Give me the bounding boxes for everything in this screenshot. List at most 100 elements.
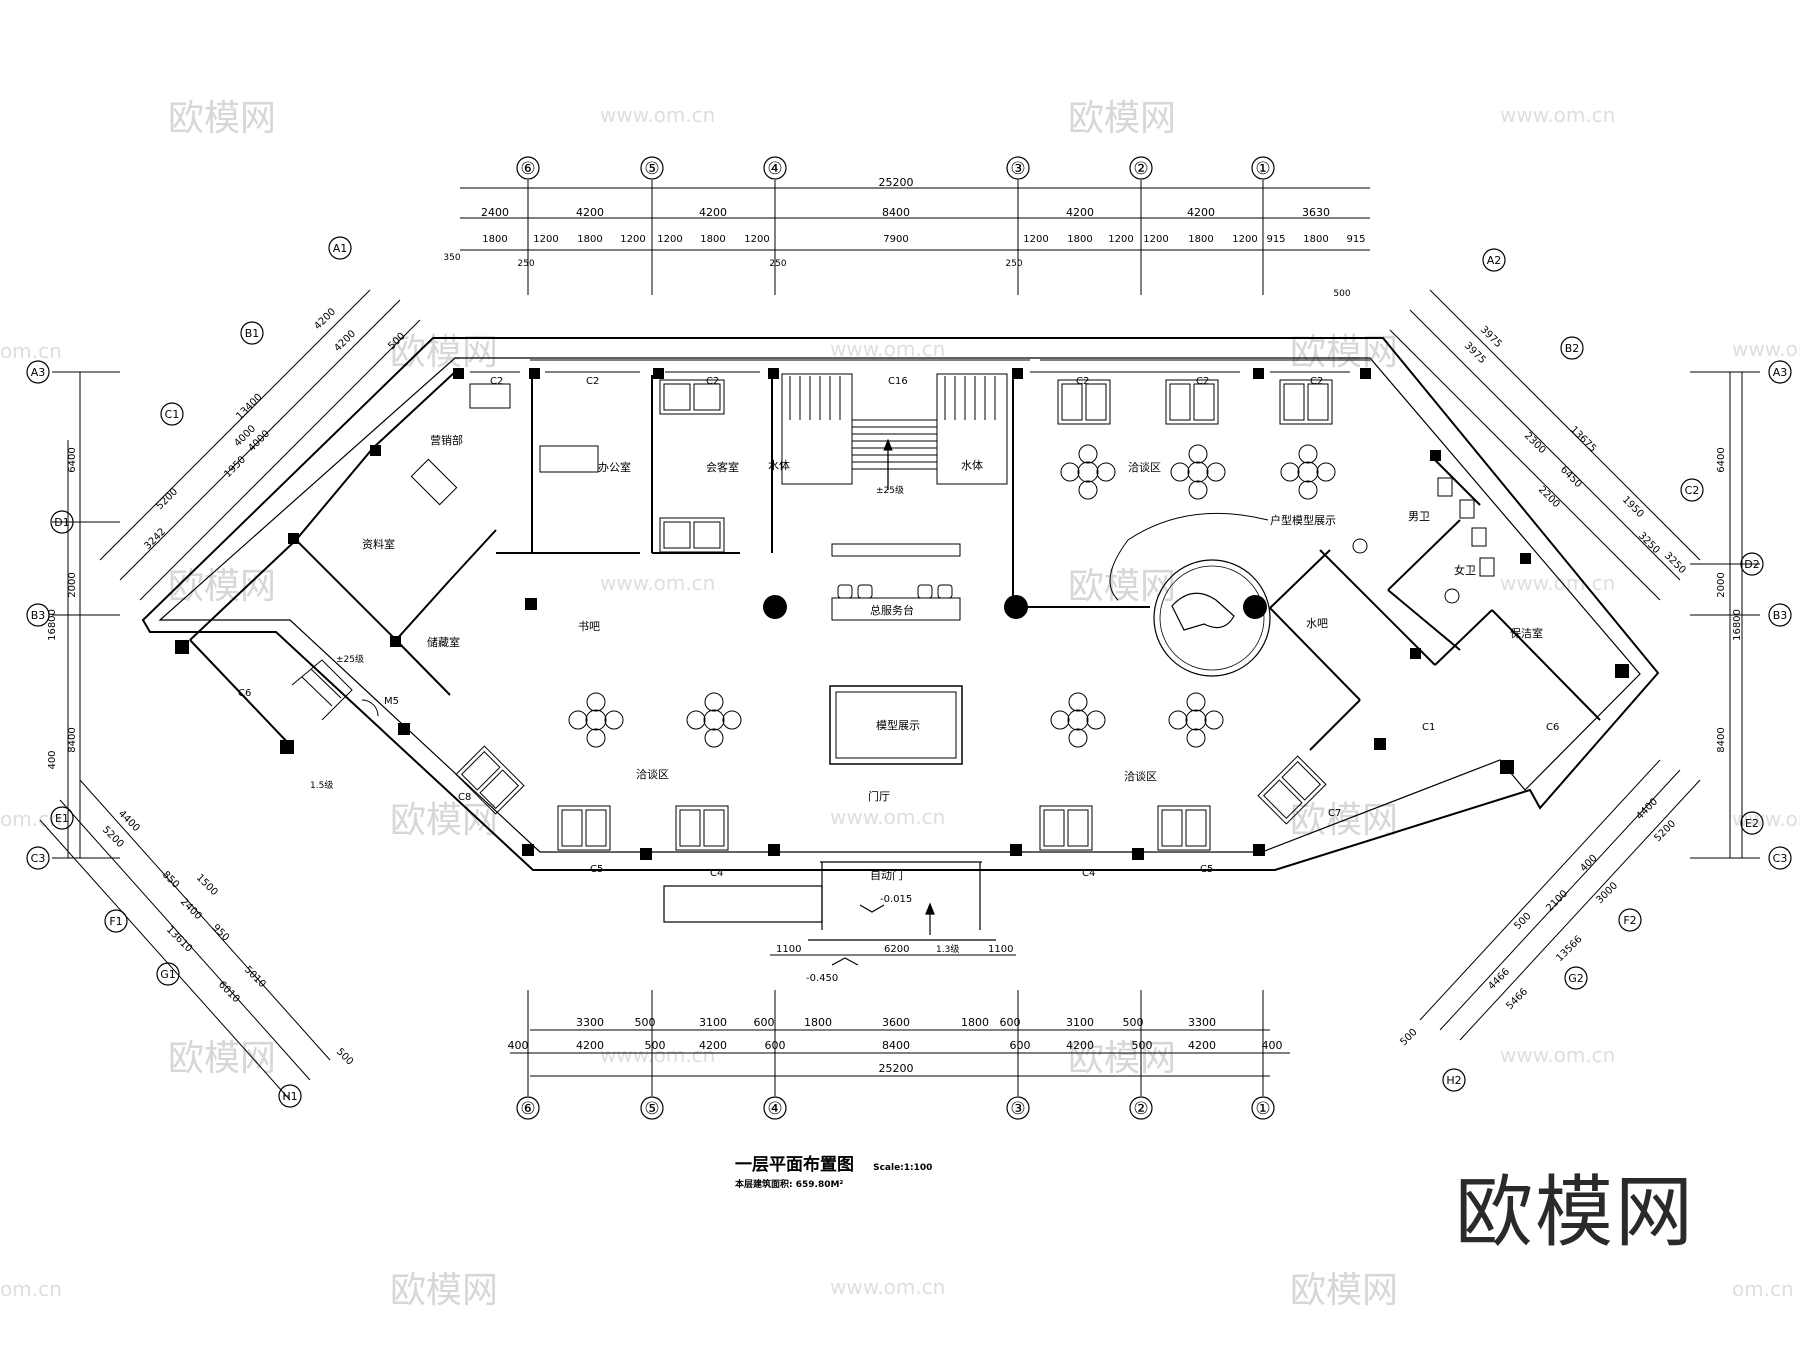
dim-b-total: 25200	[879, 1062, 914, 1075]
entrance-dimensions: 1100 6200 1100	[770, 944, 1016, 956]
dim-ll: 5200	[100, 824, 126, 850]
inner-wall	[158, 357, 1641, 853]
sofa-seat	[561, 809, 583, 847]
dim-misc: 250	[517, 259, 534, 269]
diag-dim-line	[1459, 779, 1701, 1041]
column	[288, 533, 299, 544]
column	[370, 445, 381, 456]
watermark-url: www.om.cn	[600, 571, 715, 595]
chair	[1078, 444, 1098, 464]
dim-b-row1: 600	[1000, 1016, 1021, 1029]
column	[1012, 368, 1023, 379]
watermark-brand: 欧模网	[1290, 1270, 1398, 1311]
watermark-brand-large: 欧模网	[1454, 1168, 1695, 1258]
sofa-set	[455, 745, 525, 815]
chair	[1316, 462, 1336, 482]
label-mens: 男卫	[1408, 510, 1430, 523]
dim-lr: 5200	[1652, 818, 1678, 844]
chair	[1280, 462, 1300, 482]
wall	[1491, 609, 1601, 721]
round-table-set	[1050, 692, 1106, 748]
sofa-seat	[1307, 383, 1329, 421]
piano-stage-circle	[1153, 559, 1271, 677]
dim-row1: 2400	[481, 206, 509, 219]
watermark-url: www.om.cn	[1500, 1043, 1615, 1067]
dim-ur: 13675	[1568, 424, 1598, 454]
toilet	[1437, 477, 1453, 497]
chair	[1186, 728, 1206, 748]
round-table-set	[1280, 444, 1336, 500]
dim-b-row2: 400	[1262, 1039, 1283, 1052]
sofa-set	[1057, 379, 1111, 425]
grid-label: B3	[1773, 609, 1788, 622]
sofa-seat	[693, 383, 721, 411]
elevation-front-step: 1.3级	[936, 943, 959, 955]
grid-bubble	[640, 156, 664, 180]
watermark-brand: 欧模网	[390, 800, 498, 841]
dim-row2: 1200	[1108, 234, 1133, 245]
grid-bubble	[516, 1096, 540, 1120]
entrance-arrow-head	[925, 902, 935, 915]
grid-label: C3	[1773, 852, 1788, 865]
desk	[539, 445, 599, 473]
table	[1067, 709, 1089, 731]
window-tag: C2	[1310, 376, 1323, 387]
column	[522, 844, 534, 856]
grid-label: ②	[1133, 159, 1148, 179]
grid-bubble	[26, 846, 50, 870]
grid-label: B2	[1565, 342, 1580, 355]
dim-lr: 500	[1398, 1027, 1419, 1048]
grid-bubble	[763, 156, 787, 180]
label-negotiation-bl: 洽谈区	[636, 768, 669, 781]
grid-label: G2	[1568, 972, 1584, 985]
stool	[917, 584, 933, 599]
chair	[1168, 710, 1188, 730]
dim-b-row1: 3100	[699, 1016, 727, 1029]
dim-b-row1: 3100	[1066, 1016, 1094, 1029]
entrance-dim-left: 1100	[776, 944, 801, 955]
sofa-seat	[1043, 809, 1065, 847]
bottom-extension-lines	[527, 990, 1264, 1096]
watermark-url: www.om.cn	[830, 337, 945, 361]
elevation-marker	[831, 957, 859, 966]
round-column	[1243, 595, 1267, 619]
chair	[1086, 710, 1106, 730]
dim-b-row2: 600	[765, 1039, 786, 1052]
grid-label: ⑤	[644, 159, 659, 179]
dim-b-row1: 3300	[576, 1016, 604, 1029]
label-womens: 女卫	[1454, 563, 1476, 577]
label-stair-steps: ±25级	[876, 484, 904, 496]
table	[585, 709, 607, 731]
grid-bubble	[50, 806, 74, 830]
round-table-set	[686, 692, 742, 748]
chair	[1206, 462, 1226, 482]
wall	[294, 447, 451, 642]
grid-bubble	[1006, 156, 1030, 180]
watermark-url: om.cn	[0, 807, 62, 831]
dim-lr: 500	[1512, 911, 1533, 932]
dim-row2: 1200	[620, 234, 645, 245]
model-table-outer	[829, 685, 963, 765]
diag-dim-line	[1419, 759, 1661, 1021]
grid-label: ⑤	[644, 1099, 659, 1119]
dim-right: 16800	[1732, 609, 1743, 641]
sofa	[1165, 379, 1219, 425]
grid-bubble	[26, 603, 50, 627]
grid-bubble	[1006, 1096, 1030, 1120]
sofa-seat	[703, 809, 725, 847]
restroom-fixtures	[1352, 477, 1495, 604]
sofa-seat	[1161, 809, 1183, 847]
entrance	[663, 861, 996, 966]
dim-b-row2: 500	[645, 1039, 666, 1052]
dim-lr: 5466	[1504, 986, 1530, 1012]
dim-misc: 250	[1005, 259, 1022, 269]
grid-bubble	[104, 909, 128, 933]
column	[525, 598, 537, 610]
watermark-url: om.cn	[1732, 1277, 1794, 1301]
dim-ll: 1500	[194, 872, 220, 898]
grid-label: ⑥	[520, 159, 535, 179]
